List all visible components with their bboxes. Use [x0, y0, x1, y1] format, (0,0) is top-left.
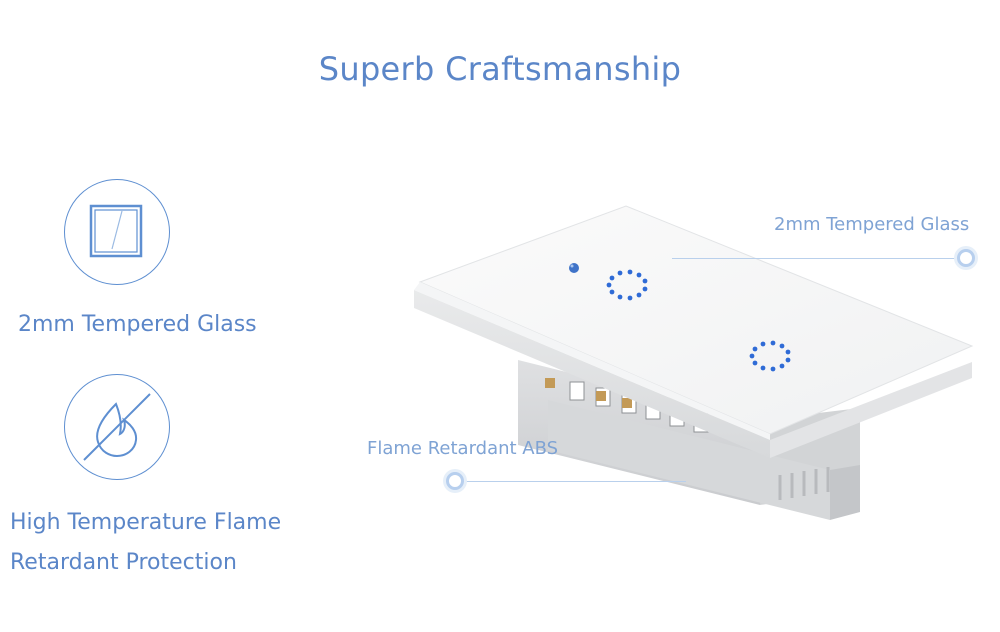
flame-retardant-icon: [64, 374, 170, 480]
callout-dot-abs: [446, 472, 464, 490]
callout-tempered-glass: 2mm Tempered Glass: [774, 214, 970, 235]
flame-retardant-label-line2: Retardant Protection: [10, 550, 237, 575]
callout-flame-retardant-abs: Flame Retardant ABS: [367, 438, 559, 459]
callout-line-abs: [462, 481, 686, 482]
page-title: Superb Craftsmanship: [318, 50, 682, 88]
flame-retardant-label-line1: High Temperature Flame: [10, 510, 282, 535]
tempered-glass-label: 2mm Tempered Glass: [18, 312, 257, 337]
tempered-glass-icon: [64, 179, 170, 285]
callout-line-glass: [672, 258, 958, 259]
callout-dot-glass: [957, 249, 975, 267]
touch-switch-illustration: [414, 205, 974, 520]
